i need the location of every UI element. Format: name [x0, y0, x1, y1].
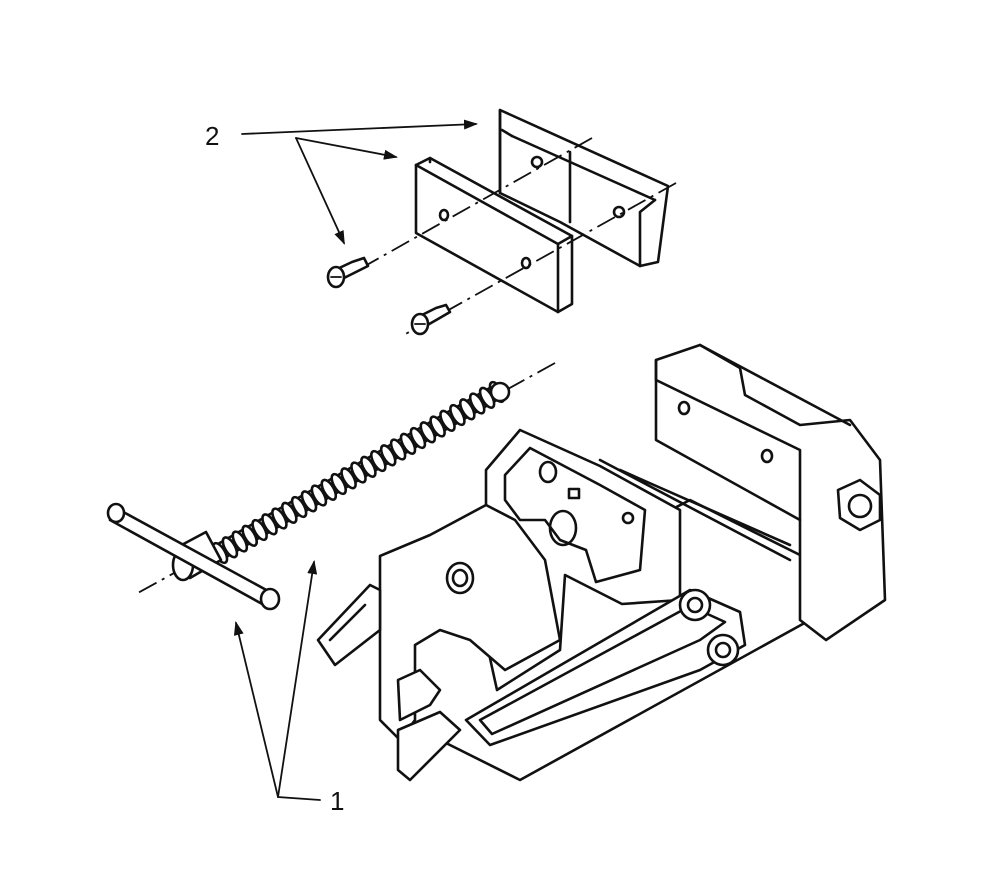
screw-thread — [340, 467, 357, 490]
screw-thread — [468, 392, 486, 415]
screw-thread — [389, 438, 407, 461]
screw-thread — [300, 490, 318, 513]
screw-thread — [419, 421, 437, 444]
callout-1-leaders — [233, 560, 321, 801]
handle-bar — [106, 502, 281, 611]
jaw-screw-upper — [326, 256, 370, 289]
screw-thread — [330, 472, 348, 496]
screw-thread — [439, 409, 456, 432]
callout-2-leaders — [241, 119, 478, 245]
screw-thread — [261, 513, 278, 536]
screw-thread — [360, 455, 377, 478]
screw-thread — [409, 426, 427, 450]
screw-thread — [399, 432, 417, 455]
front-jaw-plate — [414, 156, 574, 314]
screw-thread — [369, 449, 387, 473]
screw-thread — [251, 518, 268, 542]
jaw-screw-lower — [410, 303, 452, 336]
screw-thread — [449, 403, 466, 427]
screw-thread — [290, 495, 308, 519]
lead-screw — [135, 362, 556, 595]
callout-label-1: 1 — [330, 786, 344, 816]
screw-thread — [379, 444, 397, 467]
screw-thread — [271, 507, 288, 530]
rear-jaw-plate — [498, 108, 670, 268]
screw-thread — [310, 484, 328, 507]
screw-thread — [429, 415, 446, 438]
callout-label-2: 2 — [205, 121, 219, 151]
screw-thread — [280, 501, 298, 524]
screw-thread — [231, 530, 249, 553]
screw-thread — [241, 524, 258, 547]
screw-thread — [458, 398, 476, 421]
vise-body — [316, 343, 887, 782]
screw-thread — [350, 461, 367, 484]
screw-thread — [320, 478, 338, 501]
screw-thread — [221, 536, 239, 559]
